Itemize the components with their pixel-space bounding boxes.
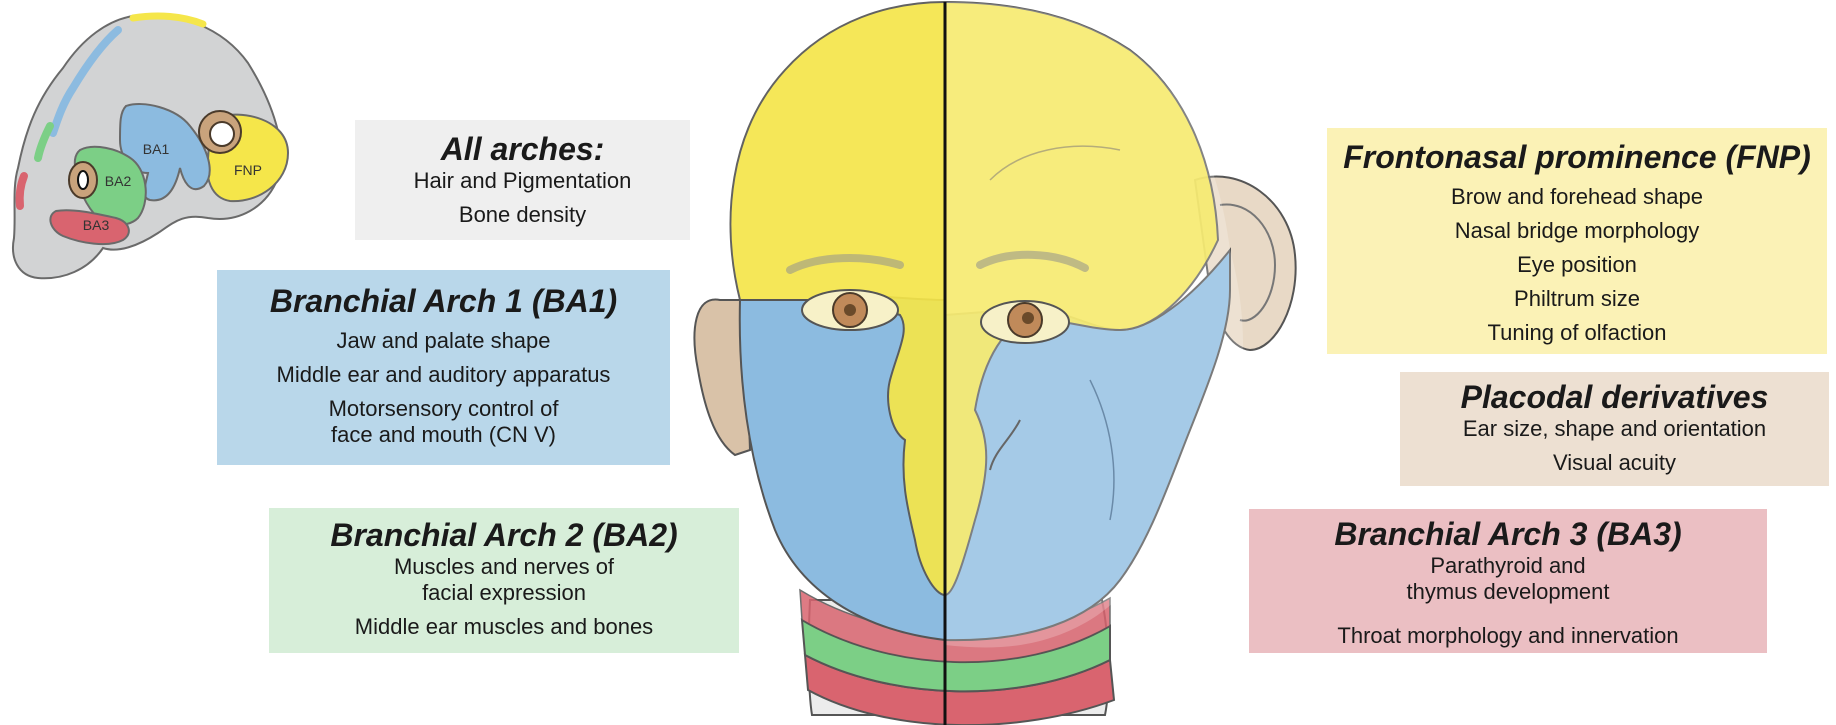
- ba3-line-2: thymus development: [1249, 579, 1767, 605]
- placodal-line-1: Ear size, shape and orientation: [1400, 416, 1829, 442]
- embryo-otic-inner: [78, 171, 88, 189]
- placodal-box: Placodal derivatives Ear size, shape and…: [1400, 372, 1829, 486]
- embryo-eye-inner: [210, 122, 234, 146]
- placodal-line-2: Visual acuity: [1400, 450, 1829, 476]
- ba2-line-3: Middle ear muscles and bones: [269, 614, 739, 640]
- ba1-line-2: Middle ear and auditory apparatus: [217, 362, 670, 388]
- all-arches-box: All arches: Hair and Pigmentation Bone d…: [355, 120, 690, 240]
- embryo-ba3-edge: [20, 176, 24, 206]
- fnp-title: Frontonasal prominence (FNP): [1327, 138, 1827, 176]
- fnp-line-2: Nasal bridge morphology: [1327, 218, 1827, 244]
- fnp-line-5: Tuning of olfaction: [1327, 320, 1827, 346]
- fnp-line-1: Brow and forehead shape: [1327, 184, 1827, 210]
- ba1-line-1: Jaw and palate shape: [217, 328, 670, 354]
- ba2-box: Branchial Arch 2 (BA2) Muscles and nerve…: [269, 508, 739, 653]
- embryo-illustration: BA1 BA2 BA3 FNP: [8, 8, 308, 293]
- embryo-label-ba3: BA3: [83, 217, 110, 233]
- right-eye-pupil: [1022, 312, 1034, 324]
- ba3-line-3: Throat morphology and innervation: [1249, 623, 1767, 649]
- ba1-line-3: Motorsensory control of: [217, 396, 670, 422]
- ba3-title: Branchial Arch 3 (BA3): [1249, 515, 1767, 553]
- fnp-line-3: Eye position: [1327, 252, 1827, 278]
- ba3-line-1: Parathyroid and: [1249, 553, 1767, 579]
- embryo-label-ba2: BA2: [105, 173, 132, 189]
- embryo-label-ba1: BA1: [143, 141, 170, 157]
- ba1-box: Branchial Arch 1 (BA1) Jaw and palate sh…: [217, 270, 670, 465]
- placodal-title: Placodal derivatives: [1400, 378, 1829, 416]
- ba3-box: Branchial Arch 3 (BA3) Parathyroid and t…: [1249, 509, 1767, 653]
- left-eye-pupil: [844, 304, 856, 316]
- ba2-line-2: facial expression: [269, 580, 739, 606]
- all-arches-line-1: Hair and Pigmentation: [355, 168, 690, 194]
- ba1-line-4: face and mouth (CN V): [217, 422, 670, 448]
- all-arches-title: All arches:: [355, 130, 690, 168]
- all-arches-line-2: Bone density: [355, 202, 690, 228]
- embryo-label-fnp: FNP: [234, 162, 262, 178]
- fnp-box: Frontonasal prominence (FNP) Brow and fo…: [1327, 128, 1827, 354]
- fnp-line-4: Philtrum size: [1327, 286, 1827, 312]
- ba2-title: Branchial Arch 2 (BA2): [269, 516, 739, 554]
- ba1-title: Branchial Arch 1 (BA1): [217, 282, 670, 320]
- face-illustration: [690, 0, 1310, 725]
- ba2-line-1: Muscles and nerves of: [269, 554, 739, 580]
